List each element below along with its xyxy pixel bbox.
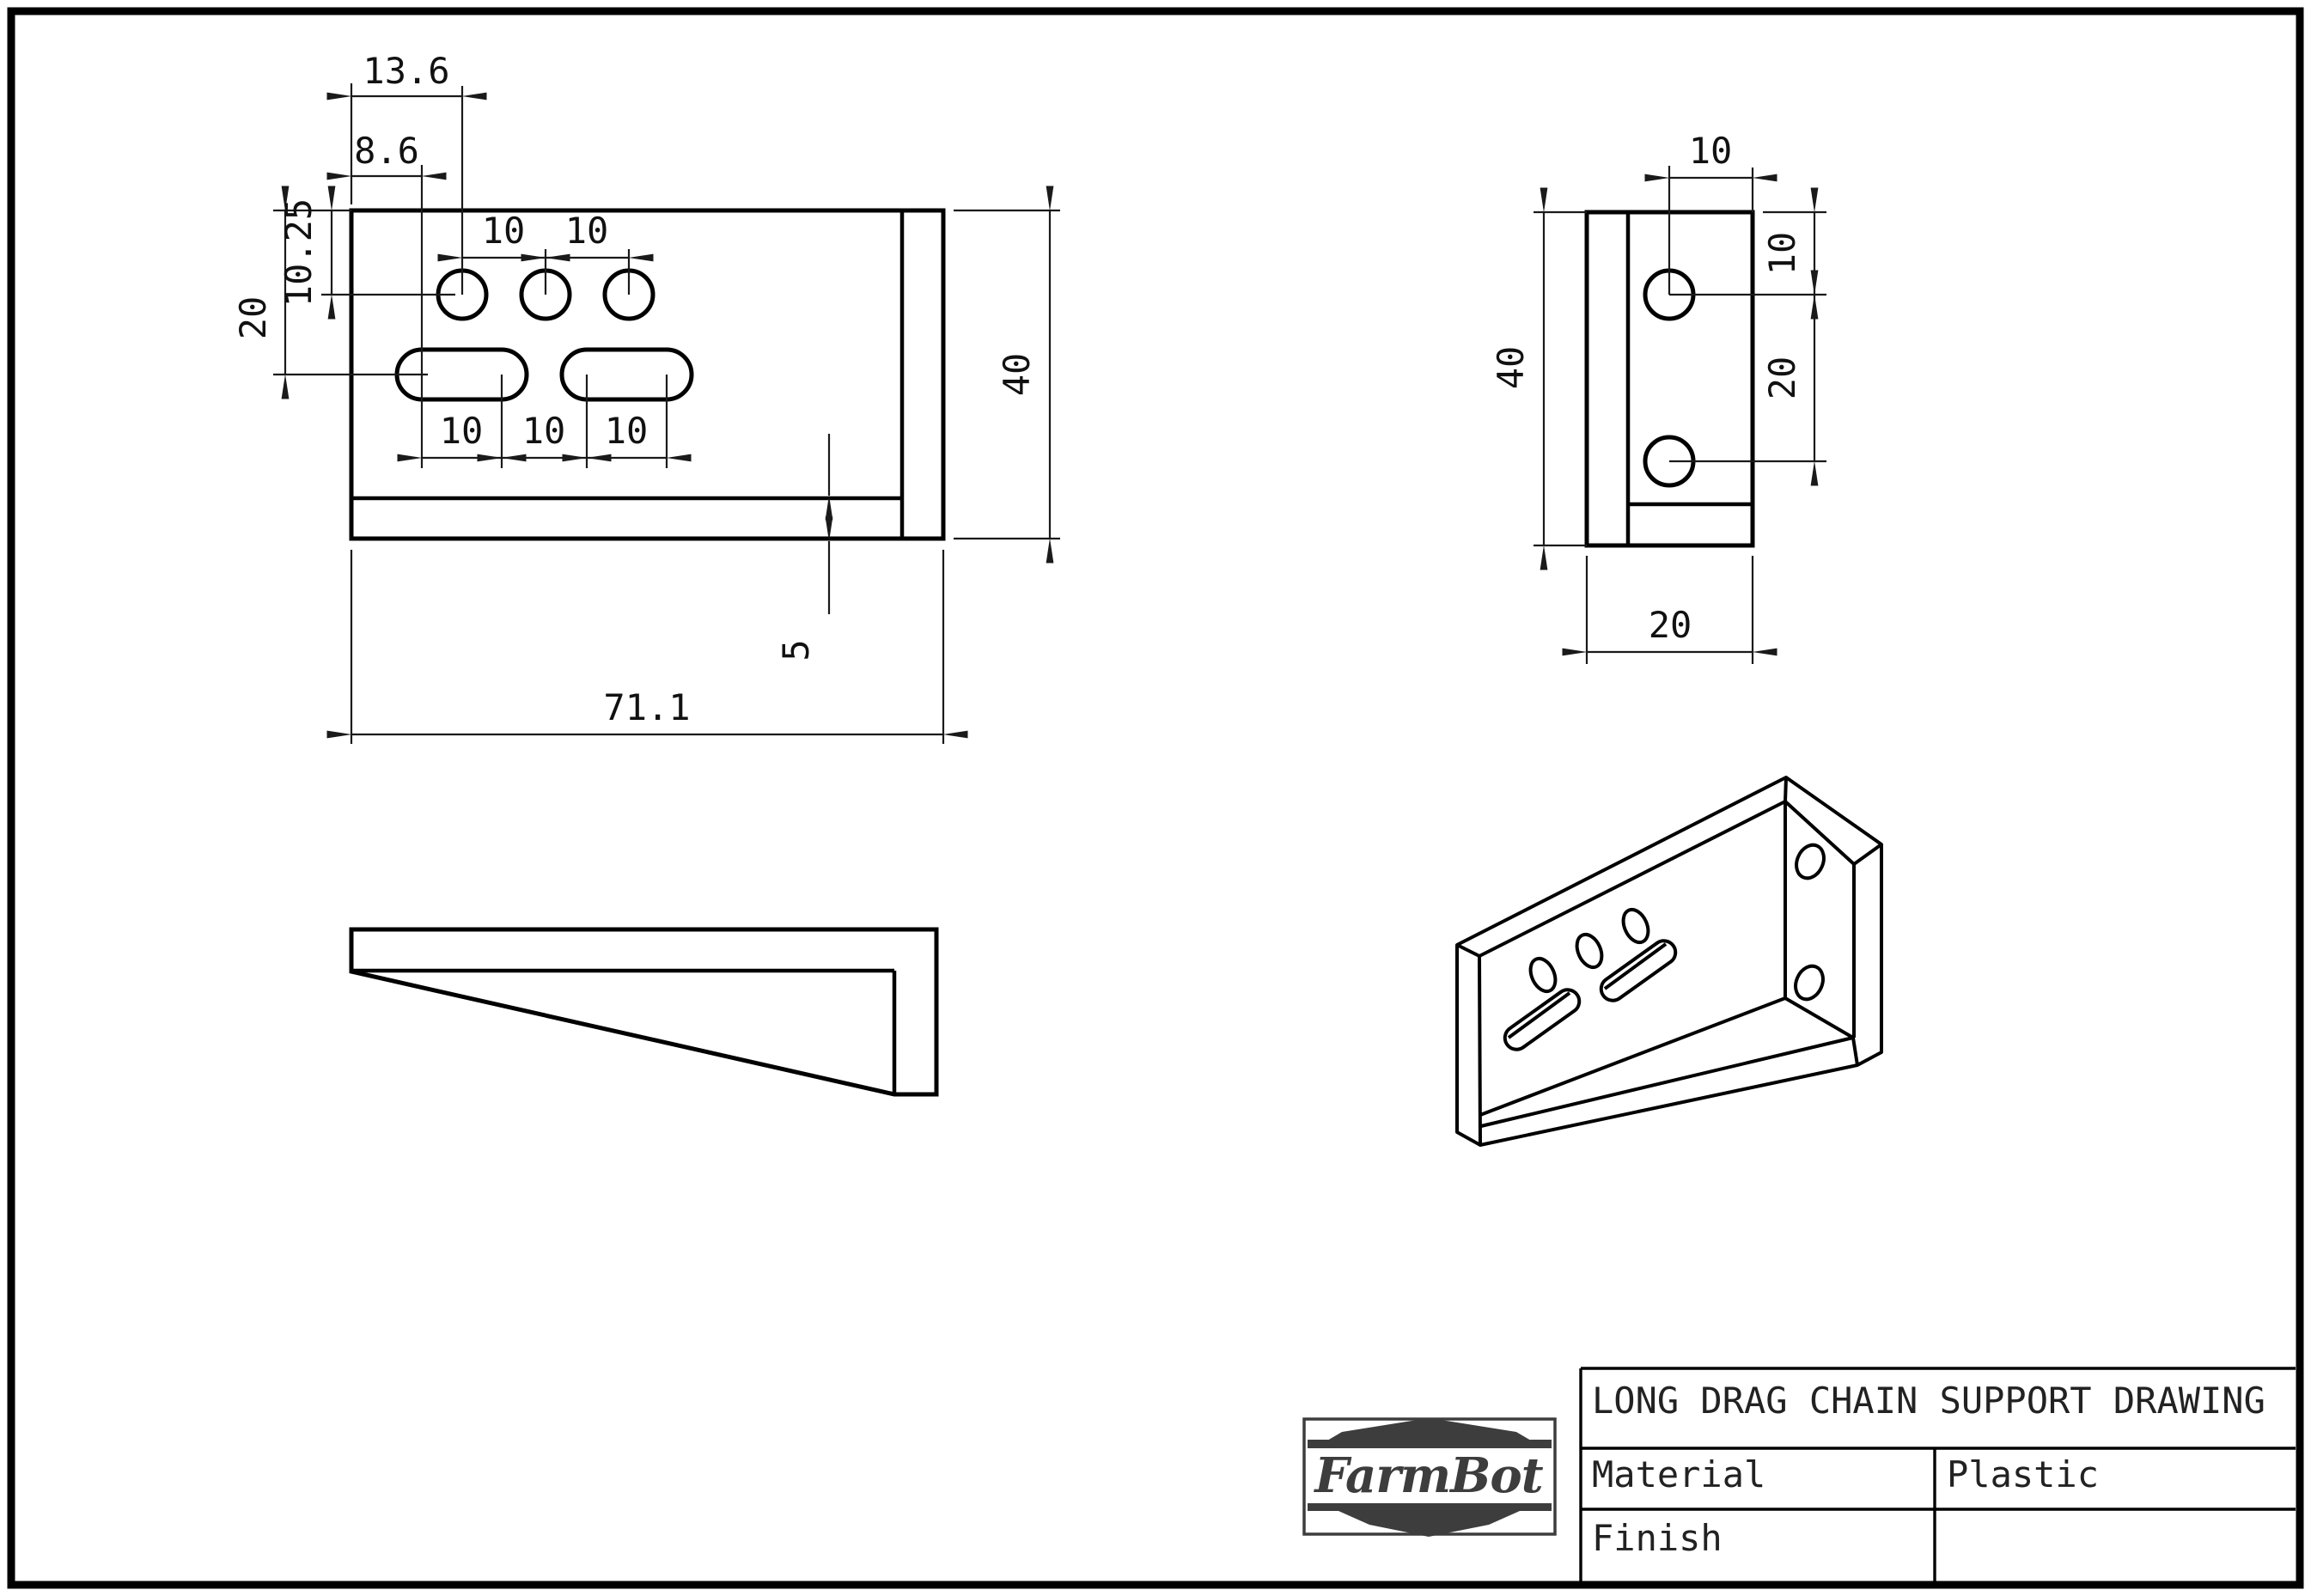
dim-text-13.6: 13.6 xyxy=(363,50,449,92)
profile-inner-edges xyxy=(351,968,897,1094)
front-extension-lines xyxy=(273,83,1060,744)
front-outline xyxy=(349,208,946,541)
drawing-title: LONG DRAG CHAIN SUPPORT DRAWING xyxy=(1592,1380,2265,1422)
dim-text-side-40: 40 xyxy=(1490,346,1532,390)
dim-text-hole-pitch-b: 10 xyxy=(565,210,609,252)
iso-slot-2 xyxy=(1599,939,1678,1002)
logo-roof-shape xyxy=(1327,1419,1531,1441)
iso-hole-1 xyxy=(1528,956,1558,994)
side-extension-lines xyxy=(1534,166,1826,664)
iso-endwall-hole-1 xyxy=(1795,843,1826,880)
dim-text-slot-pitch-b: 10 xyxy=(522,410,566,452)
front-slot-2 xyxy=(559,347,694,402)
logo-top-bar xyxy=(1308,1440,1552,1448)
dim-text-side-10-top: 10 xyxy=(1689,130,1733,172)
side-outline xyxy=(1584,210,1755,548)
title-block: LONG DRAG CHAIN SUPPORT DRAWING Material… xyxy=(1302,1367,2296,1581)
dim-text-slot-pitch-c: 10 xyxy=(605,410,649,452)
iso-hole-3 xyxy=(1621,907,1650,945)
dim-text-side-20-right: 20 xyxy=(1761,356,1803,400)
dim-text-side-20-bottom: 20 xyxy=(1649,604,1692,646)
finish-label: Finish xyxy=(1592,1517,1723,1559)
sheet-border xyxy=(7,7,2304,1589)
dim-text-20: 20 xyxy=(232,296,274,340)
title-block-grid xyxy=(1579,1367,2296,1581)
farmbot-logo: FarmBot xyxy=(1302,1417,1557,1537)
logo-chevron-shape xyxy=(1338,1511,1520,1537)
dim-text-40: 40 xyxy=(996,353,1038,397)
isometric-view xyxy=(1455,776,1883,1147)
iso-hole-2 xyxy=(1575,932,1604,970)
iso-slot-1 xyxy=(1503,988,1582,1051)
dim-text-5: 5 xyxy=(775,639,817,661)
iso-endwall-hole-2 xyxy=(1794,964,1825,1002)
material-value: Plastic xyxy=(1947,1453,2099,1495)
dim-text-10.25: 10.25 xyxy=(277,198,320,307)
dim-text-hole-pitch-a: 10 xyxy=(482,210,526,252)
logo-bottom-bar xyxy=(1308,1503,1552,1511)
dim-text-71.1: 71.1 xyxy=(603,686,690,728)
iso-slot-thickness-edges xyxy=(1507,942,1668,1039)
dim-text-8.6: 8.6 xyxy=(354,130,419,172)
profile-view xyxy=(349,927,939,1097)
dim-text-side-10-right: 10 xyxy=(1761,232,1803,276)
material-label: Material xyxy=(1592,1453,1765,1495)
logo-wordmark: FarmBot xyxy=(1313,1447,1543,1504)
front-view: 13.6 8.6 10 10 10 10 10 71.1 40 20 10.25… xyxy=(232,50,1060,744)
iso-silhouette xyxy=(1455,776,1883,1147)
dim-text-slot-pitch-a: 10 xyxy=(440,410,484,452)
profile-outline xyxy=(349,927,939,1097)
iso-inner-edges xyxy=(1456,777,1883,1146)
side-view: 10 40 10 20 20 xyxy=(1490,130,1826,664)
